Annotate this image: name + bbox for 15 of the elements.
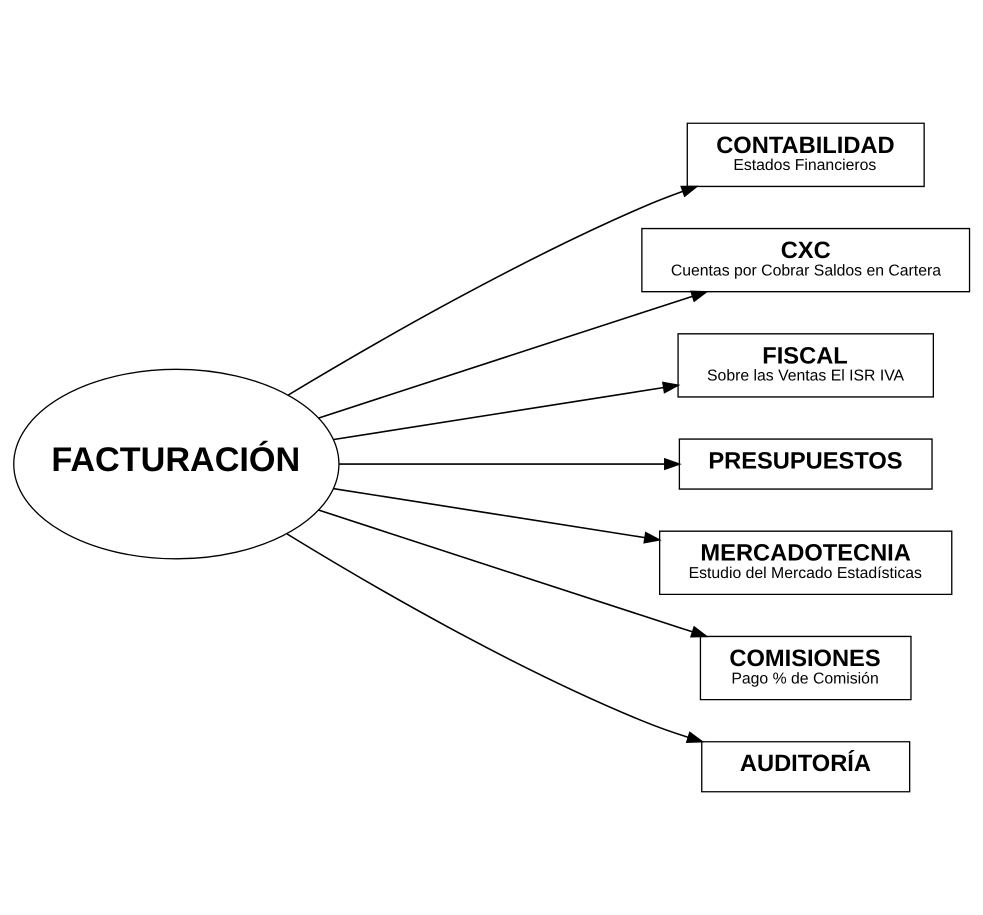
arrow <box>334 488 662 544</box>
node-box: AUDITORÍA <box>701 741 910 792</box>
arrow <box>334 382 680 440</box>
arrow <box>288 186 699 396</box>
node-box: CXC Cuentas por Cobrar Saldos en Cartera <box>641 228 970 292</box>
node-box: MERCADOTECNIA Estudio del Mercado Estadísticas <box>658 530 952 596</box>
node-ellipse: FACTURACIÓN <box>13 368 340 560</box>
arrow <box>318 509 709 638</box>
arrow <box>339 458 682 470</box>
node-box: CONTABILIDAD Estados Financieros <box>686 122 925 188</box>
arrow <box>318 290 709 419</box>
arrow <box>286 533 704 744</box>
node-box: COMISIONES Pago % de Comisión <box>700 636 912 700</box>
node-box: FISCAL Sobre las Ventas El ISR IVA <box>677 333 934 398</box>
node-box: PRESUPUESTOS <box>678 438 933 490</box>
